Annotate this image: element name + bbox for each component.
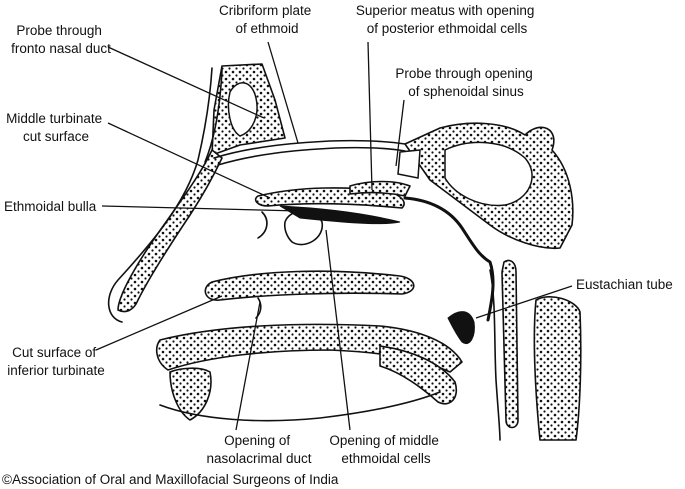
leader-superior-meatus — [367, 41, 373, 191]
superior-turbinate — [349, 180, 411, 197]
leader-eustachian — [475, 285, 573, 319]
label-inferior-turbinate: Cut surface of inferior turbinate — [7, 345, 105, 378]
nasal-roof — [213, 139, 406, 159]
label-middle-ethmoidal: Opening of middle ethmoidal cells — [329, 433, 442, 466]
sphenoid-sinus — [444, 141, 533, 207]
leader-lines — [95, 41, 573, 431]
label-cribriform: Cribriform plate of ethmoid — [219, 3, 315, 36]
uncinate-process — [257, 211, 268, 239]
leader-nasolacrimal — [235, 301, 261, 431]
label-superior-meatus: Superior meatus with opening of posterio… — [356, 3, 538, 36]
soft-palate — [379, 345, 457, 405]
label-probe-sphenoid: Probe through opening of sphenoidal sinu… — [395, 66, 536, 99]
oral-outline — [159, 391, 441, 422]
leader-probe-fronto — [107, 46, 265, 119]
nasal-roof-inner — [217, 146, 406, 166]
label-ethmoidal-bulla: Ethmoidal bulla — [4, 199, 97, 214]
middle-meatus-dark — [279, 205, 401, 225]
nose-inner-outline — [204, 69, 223, 163]
copyright-notice: ©Association of Oral and Maxillofacial S… — [2, 472, 339, 487]
inferior-turbinate — [204, 270, 415, 301]
leader-inferior-turbinate — [95, 295, 223, 351]
nose-skin-outline — [107, 67, 213, 323]
sphenoid-probe — [397, 149, 421, 179]
leader-probe-sphenoid — [395, 99, 405, 167]
leader-middle-ethmoidal — [325, 229, 351, 431]
label-nasolacrimal: Opening of nasolacrimal duct — [206, 433, 311, 466]
ethmoidal-bulla — [283, 209, 323, 246]
pharynx-wall — [489, 269, 501, 441]
anatomy-drawing — [107, 63, 582, 441]
eustachian-opening — [447, 311, 475, 344]
leader-ethmoidal-bulla — [101, 205, 301, 212]
leader-middle-turbinate — [107, 122, 271, 199]
label-middle-turbinate: Middle turbinate cut surface — [6, 111, 106, 144]
vertebra-body — [533, 296, 582, 441]
label-eustachian: Eustachian tube — [576, 277, 673, 292]
leader-cribriform — [267, 41, 299, 144]
labels: Cribriform plate of ethmoid Superior mea… — [2, 3, 673, 487]
label-probe-fronto: Probe through fronto nasal duct — [11, 23, 111, 56]
frontal-sinus — [227, 82, 258, 137]
vertebra-column — [501, 259, 519, 429]
incisor-region — [169, 367, 212, 421]
